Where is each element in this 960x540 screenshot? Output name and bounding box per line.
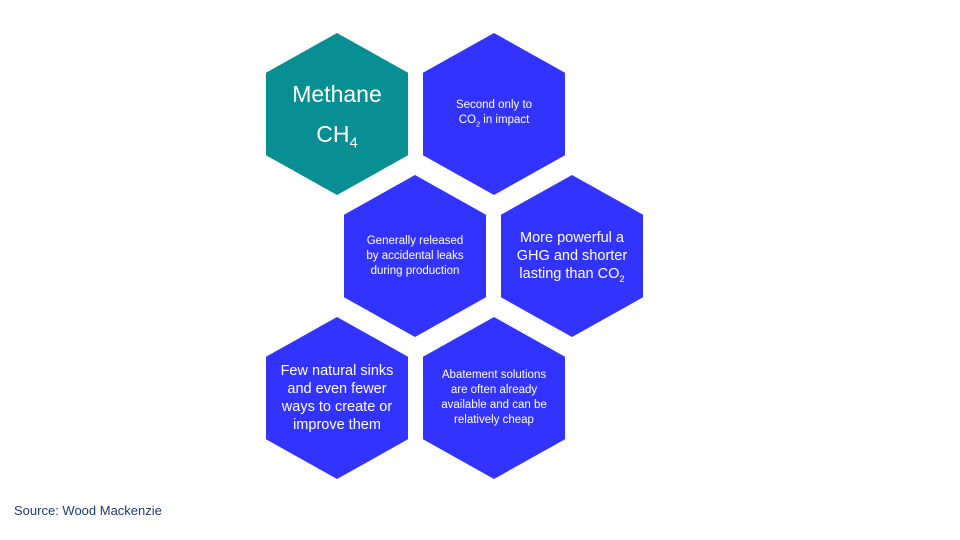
fact-hexagon-sinks: Few natural sinks and even fewer ways to… [266, 317, 408, 479]
fact-hexagon-abatement: Abatement solutions are often already av… [423, 317, 565, 479]
source-caption: Source: Wood Mackenzie [14, 503, 162, 518]
fact-hexagon-potency: More powerful a GHG and shorter lasting … [501, 175, 643, 337]
fact-hexagon-leaks: Generally released by accidental leaks d… [344, 175, 486, 337]
title-name: Methane [292, 81, 382, 107]
methane-title-hexagon: Methane CH4 [266, 33, 408, 195]
title-formula: CH4 [316, 121, 358, 152]
fact-hexagon-impact: Second only to CO2 in impact [423, 33, 565, 195]
